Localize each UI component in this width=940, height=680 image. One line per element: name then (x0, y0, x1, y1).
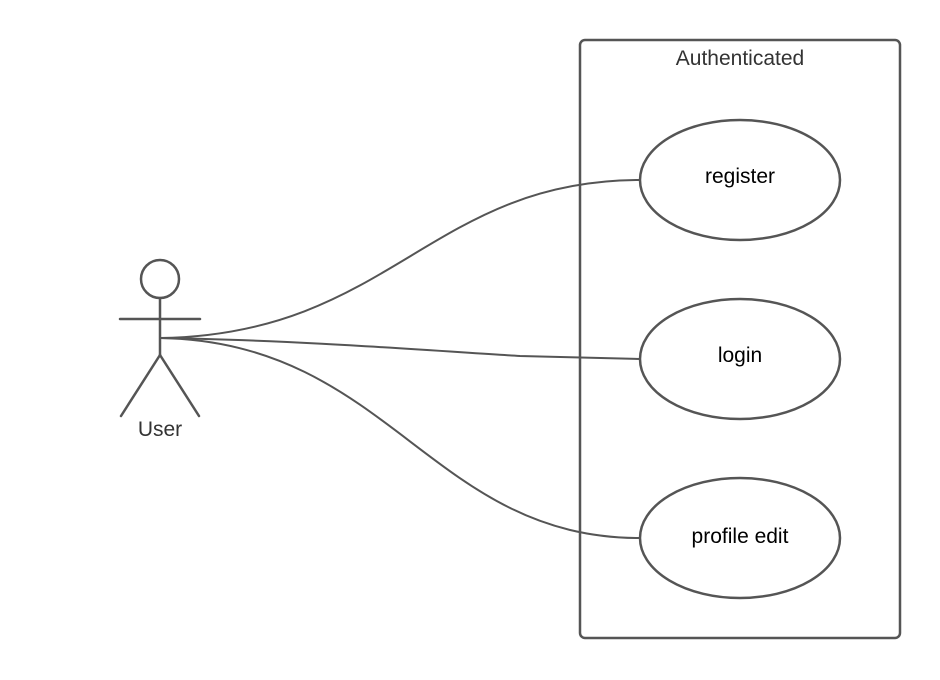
actor-right-leg (158, 353, 201, 418)
actor-head (139, 258, 181, 300)
use-case-login-label: login (718, 344, 762, 367)
actor-label: User (138, 418, 182, 441)
use-case-profile-edit-oval (638, 476, 842, 600)
use-case-login[interactable]: login (638, 297, 842, 421)
use-case-profile-edit[interactable]: profile edit (638, 476, 842, 600)
association-user-register[interactable] (159, 179, 641, 339)
actor-left-leg (119, 353, 162, 418)
use-case-register-label: register (705, 165, 775, 188)
use-case-register[interactable]: register (638, 118, 842, 242)
use-case-profile-edit-label: profile edit (692, 525, 789, 548)
system-boundary-title: Authenticated (676, 47, 804, 70)
association-user-profile-edit[interactable] (159, 337, 641, 539)
association-user-login[interactable] (159, 337, 641, 360)
actor-user[interactable]: User (118, 258, 202, 441)
associations (159, 179, 641, 539)
use-case-register-oval (638, 118, 842, 242)
use-case-login-oval (638, 297, 842, 421)
